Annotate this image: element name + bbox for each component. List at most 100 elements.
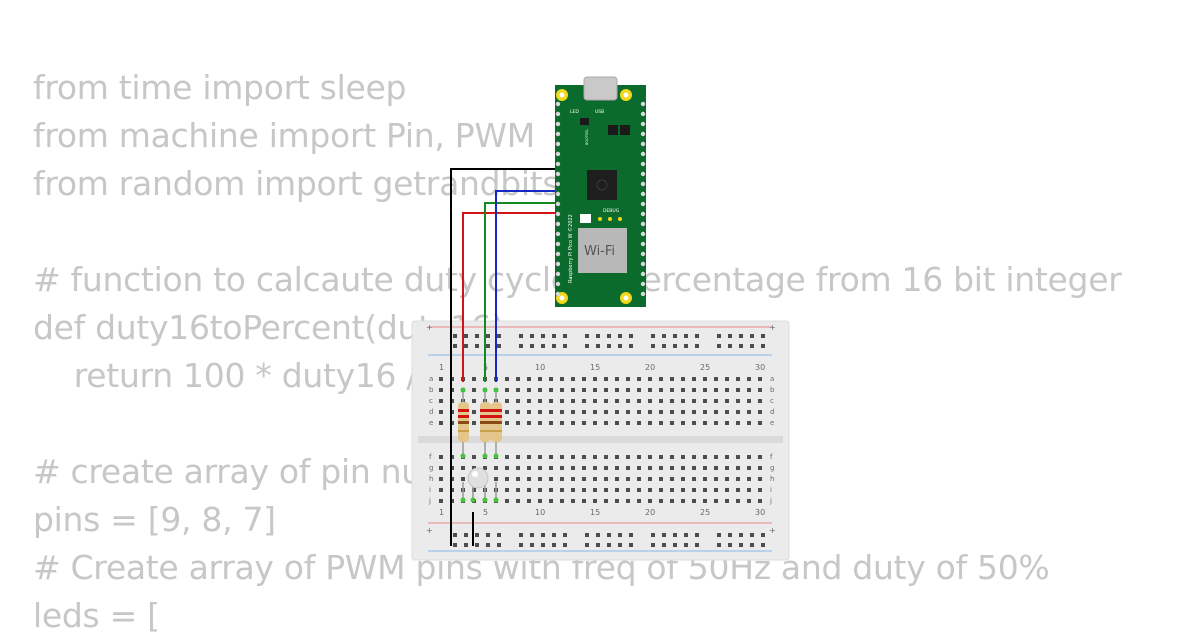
- pico-pin[interactable]: [555, 181, 561, 187]
- breadboard-hole[interactable]: [725, 466, 729, 470]
- breadboard-hole[interactable]: [505, 399, 509, 403]
- breadboard-hole[interactable]: [728, 533, 732, 537]
- breadboard-hole[interactable]: [670, 455, 674, 459]
- breadboard-hole[interactable]: [483, 466, 487, 470]
- breadboard-hole[interactable]: [725, 488, 729, 492]
- pico-pin[interactable]: [555, 201, 561, 207]
- breadboard-hole[interactable]: [585, 543, 589, 547]
- breadboard-hole[interactable]: [560, 421, 564, 425]
- breadboard-hole[interactable]: [670, 488, 674, 492]
- breadboard-hole[interactable]: [651, 334, 655, 338]
- breadboard-hole[interactable]: [549, 466, 553, 470]
- breadboard-hole[interactable]: [571, 377, 575, 381]
- breadboard-hole[interactable]: [472, 399, 476, 403]
- breadboard-hole[interactable]: [541, 543, 545, 547]
- breadboard-hole[interactable]: [736, 488, 740, 492]
- breadboard-hole[interactable]: [659, 466, 663, 470]
- breadboard-hole[interactable]: [684, 543, 688, 547]
- breadboard-hole[interactable]: [714, 455, 718, 459]
- pico-pin[interactable]: [640, 121, 646, 127]
- breadboard-hole[interactable]: [607, 334, 611, 338]
- breadboard-hole[interactable]: [538, 488, 542, 492]
- breadboard-hole[interactable]: [604, 410, 608, 414]
- breadboard-hole[interactable]: [527, 488, 531, 492]
- breadboard-hole[interactable]: [670, 477, 674, 481]
- pico-pin[interactable]: [555, 291, 561, 297]
- pico-pin[interactable]: [555, 211, 561, 217]
- breadboard-hole[interactable]: [593, 499, 597, 503]
- breadboard-hole[interactable]: [549, 421, 553, 425]
- pico-pin[interactable]: [640, 101, 646, 107]
- breadboard-hole[interactable]: [538, 410, 542, 414]
- breadboard-hole[interactable]: [673, 543, 677, 547]
- breadboard-hole[interactable]: [725, 399, 729, 403]
- breadboard-hole[interactable]: [527, 455, 531, 459]
- breadboard-hole[interactable]: [747, 377, 751, 381]
- breadboard-hole[interactable]: [571, 388, 575, 392]
- breadboard-hole[interactable]: [692, 477, 696, 481]
- breadboard-hole[interactable]: [486, 334, 490, 338]
- pico-pin[interactable]: [640, 201, 646, 207]
- breadboard-hole[interactable]: [695, 543, 699, 547]
- pico-pin[interactable]: [555, 171, 561, 177]
- breadboard-hole[interactable]: [530, 344, 534, 348]
- breadboard-hole[interactable]: [563, 533, 567, 537]
- breadboard-hole[interactable]: [439, 488, 443, 492]
- breadboard-hole[interactable]: [516, 455, 520, 459]
- breadboard-hole[interactable]: [563, 543, 567, 547]
- breadboard-hole[interactable]: [494, 477, 498, 481]
- breadboard-hole[interactable]: [648, 466, 652, 470]
- breadboard-hole[interactable]: [571, 399, 575, 403]
- breadboard-hole[interactable]: [626, 455, 630, 459]
- breadboard-hole[interactable]: [747, 488, 751, 492]
- breadboard-hole[interactable]: [527, 421, 531, 425]
- breadboard-hole[interactable]: [637, 399, 641, 403]
- pico-pin[interactable]: [640, 151, 646, 157]
- pico-pin[interactable]: [640, 221, 646, 227]
- breadboard-hole[interactable]: [615, 455, 619, 459]
- breadboard-hole[interactable]: [516, 466, 520, 470]
- breadboard-hole[interactable]: [604, 488, 608, 492]
- pico-pin[interactable]: [555, 281, 561, 287]
- breadboard-hole[interactable]: [648, 388, 652, 392]
- breadboard-hole[interactable]: [560, 455, 564, 459]
- breadboard-hole[interactable]: [527, 377, 531, 381]
- breadboard-hole[interactable]: [714, 499, 718, 503]
- breadboard-hole[interactable]: [717, 533, 721, 537]
- breadboard-hole[interactable]: [725, 455, 729, 459]
- breadboard-hole[interactable]: [651, 533, 655, 537]
- breadboard-hole[interactable]: [563, 334, 567, 338]
- breadboard-hole[interactable]: [505, 421, 509, 425]
- breadboard-hole[interactable]: [596, 533, 600, 537]
- breadboard-hole[interactable]: [692, 488, 696, 492]
- breadboard-hole[interactable]: [684, 533, 688, 537]
- breadboard-hole[interactable]: [615, 399, 619, 403]
- breadboard-hole[interactable]: [736, 466, 740, 470]
- breadboard-hole[interactable]: [659, 499, 663, 503]
- breadboard-hole[interactable]: [637, 455, 641, 459]
- breadboard-hole[interactable]: [461, 477, 465, 481]
- breadboard-hole[interactable]: [747, 410, 751, 414]
- breadboard-hole[interactable]: [728, 344, 732, 348]
- resistor[interactable]: [458, 390, 469, 456]
- breadboard-hole[interactable]: [615, 377, 619, 381]
- breadboard-hole[interactable]: [703, 410, 707, 414]
- breadboard-hole[interactable]: [604, 399, 608, 403]
- breadboard-hole[interactable]: [637, 421, 641, 425]
- pico-pin[interactable]: [640, 181, 646, 187]
- breadboard-hole[interactable]: [703, 377, 707, 381]
- breadboard-hole[interactable]: [662, 344, 666, 348]
- breadboard-hole[interactable]: [750, 543, 754, 547]
- breadboard-hole[interactable]: [439, 477, 443, 481]
- breadboard-hole[interactable]: [519, 344, 523, 348]
- breadboard-hole[interactable]: [538, 499, 542, 503]
- breadboard-hole[interactable]: [648, 410, 652, 414]
- breadboard-hole[interactable]: [596, 543, 600, 547]
- breadboard-hole[interactable]: [560, 499, 564, 503]
- breadboard-hole[interactable]: [758, 455, 762, 459]
- breadboard-hole[interactable]: [527, 410, 531, 414]
- breadboard-hole[interactable]: [615, 466, 619, 470]
- breadboard-hole[interactable]: [475, 334, 479, 338]
- breadboard-hole[interactable]: [659, 377, 663, 381]
